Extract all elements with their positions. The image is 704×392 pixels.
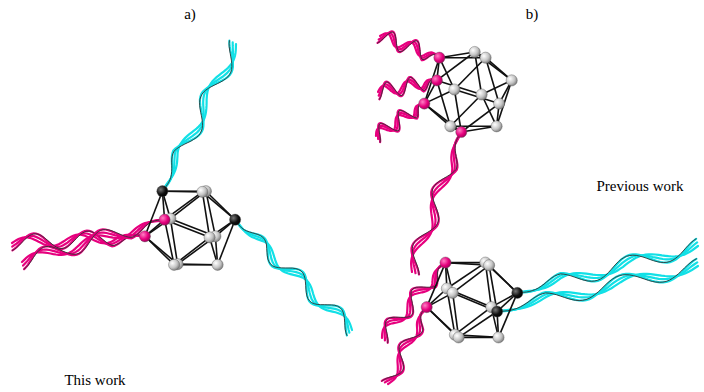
cage-edge (202, 192, 209, 237)
ribbon-strand (378, 31, 440, 60)
ribbon-strand (235, 220, 352, 330)
polymer-ribbon (235, 220, 352, 336)
cage-vertex (494, 98, 505, 109)
cage-edge (170, 219, 177, 264)
cage-edge (454, 58, 485, 90)
ribbon-strand (162, 41, 233, 192)
cage-vertex (212, 259, 223, 270)
cage-vertex (434, 52, 445, 63)
cage-vertex (431, 75, 442, 86)
cage-edge (218, 220, 236, 265)
polymer-ribbon (378, 31, 440, 60)
polymer-ribbon (411, 132, 461, 275)
cage-vertex (447, 287, 458, 298)
cage-vertex (469, 46, 480, 57)
cage-edge (454, 90, 499, 104)
ribbon-strand (412, 132, 462, 275)
ribbon-strand (235, 220, 347, 336)
ribbon-strand (24, 220, 165, 269)
ribbon-strand (235, 220, 347, 336)
ribbon-strand (497, 259, 696, 312)
ribbon-strand (379, 104, 424, 143)
cage-vertex (449, 84, 460, 95)
cage-edge (424, 104, 461, 132)
cage-vertex (421, 302, 432, 313)
cage-vertex (491, 121, 502, 132)
cage-edge (459, 312, 498, 338)
cage-edge (427, 307, 455, 335)
ribbon-strand (162, 41, 232, 192)
icosahedron (421, 257, 523, 343)
icosahedron (419, 46, 518, 137)
cage-vertex (440, 257, 451, 268)
cage-vertex (445, 121, 456, 132)
cage-vertex (139, 231, 150, 242)
cage-edge (437, 80, 451, 126)
caption-label: This work (64, 372, 125, 389)
ribbon-strand (12, 231, 145, 250)
ribbon-strand (386, 263, 446, 343)
cage-vertex (484, 260, 495, 271)
ribbon-strand (412, 132, 461, 275)
cage-edge (455, 307, 491, 335)
ribbon-strand (497, 259, 696, 312)
cage-edge (178, 263, 218, 265)
ribbon-strand (12, 231, 145, 251)
cage-edge (446, 262, 486, 264)
ribbon-strand (378, 32, 440, 60)
ribbon-strand (24, 220, 165, 269)
ribbon-strand (235, 220, 349, 333)
caption-label: b) (526, 6, 539, 23)
cage-vertex (480, 52, 491, 63)
cage-vertex (230, 214, 241, 225)
cage-vertex (419, 98, 430, 109)
polymer-ribbon (382, 307, 427, 384)
cage-vertex (157, 186, 168, 197)
cage-edge (475, 52, 512, 80)
caption-label: a) (184, 6, 196, 23)
cage-vertex (476, 89, 487, 100)
ribbon-strand (382, 307, 427, 381)
cage-edge (439, 57, 485, 59)
icosahedron (139, 186, 240, 271)
cage-vertex (512, 287, 523, 298)
cage-vertex (159, 214, 170, 225)
cage-vertex (204, 232, 215, 243)
cage-edge (453, 265, 489, 293)
cage-edge (450, 95, 481, 127)
cage-vertex (506, 75, 517, 86)
cage-edge (165, 220, 175, 265)
ribbon-strand (378, 104, 424, 143)
polymer-ribbon (12, 231, 145, 251)
icosahedral-cages (139, 46, 523, 343)
polymer-ribbon (497, 259, 698, 312)
cage-vertex (493, 332, 504, 343)
polymer-ribbon (376, 104, 424, 143)
cage-edge (447, 263, 486, 289)
cage-vertex (456, 126, 467, 137)
cage-vertex (453, 332, 464, 343)
cage-edge (437, 80, 482, 94)
cage-vertex (169, 259, 180, 270)
caption-label: Previous work (596, 178, 683, 195)
ribbon-strand (382, 307, 427, 381)
polymer-chains (12, 31, 698, 384)
polymer-ribbon (162, 41, 236, 192)
polymer-ribbon (22, 220, 165, 269)
cage-vertex (197, 186, 208, 197)
cage-edge (206, 191, 235, 220)
cage-vertex (492, 306, 503, 317)
